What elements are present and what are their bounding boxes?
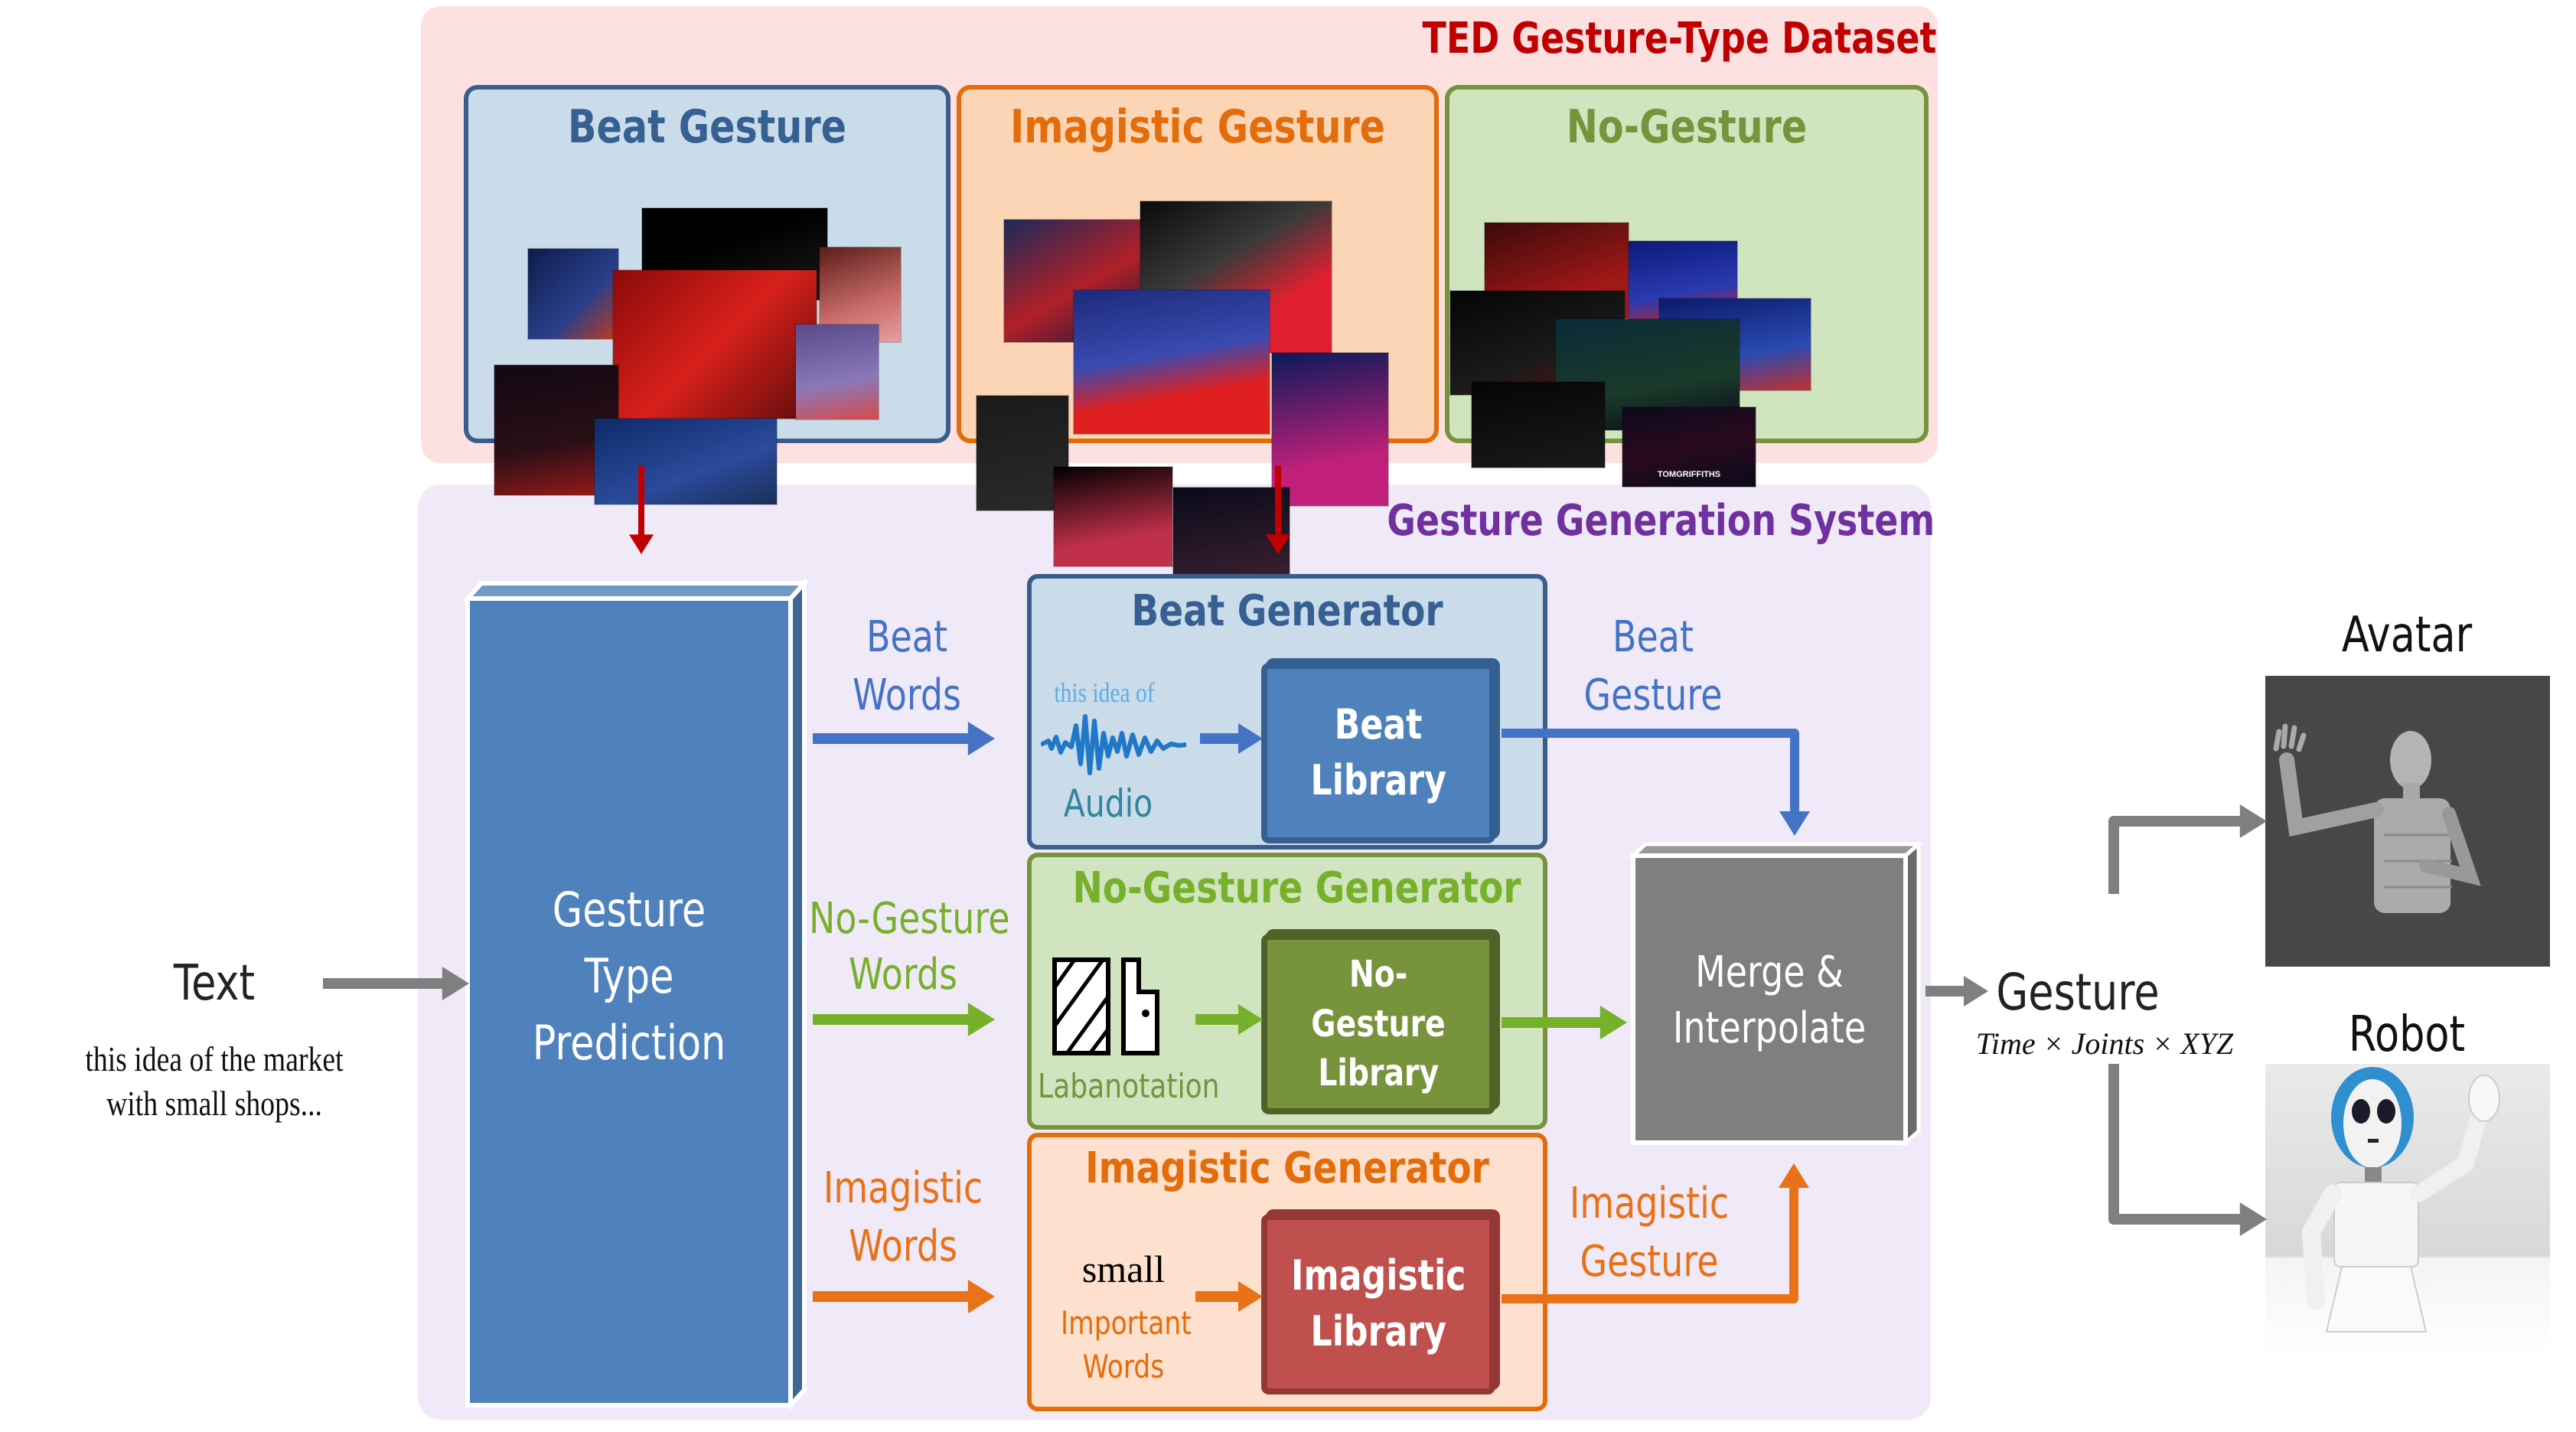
avatar-image <box>2265 676 2550 967</box>
beat-generator: Beat Generator this idea of Audio Beat L… <box>1027 574 1547 850</box>
robot-label: Robot <box>2348 1006 2466 1063</box>
no-gesture-library: No-Gesture Library <box>1261 934 1495 1114</box>
library-label-line: Library <box>1310 756 1446 804</box>
ted-photo <box>1054 467 1172 566</box>
ted-photo <box>1074 290 1270 434</box>
prediction-label-line: Gesture <box>552 882 706 938</box>
imagistic-words-label: Imagistic Words <box>818 1160 987 1275</box>
label-line: Beat <box>1612 612 1694 662</box>
avatar-figure-icon <box>2273 723 2481 913</box>
imagistic-gesture-label: Imagistic Gesture <box>1564 1175 1733 1290</box>
no-gesture-generator: No-Gesture Generator Labanotation No-Ges… <box>1027 853 1547 1130</box>
important-words-label: Important Words <box>1061 1302 1192 1388</box>
beat-gesture-box: Beat Gesture <box>464 85 951 504</box>
audio-label: Audio <box>1063 781 1153 826</box>
avatar-label: Avatar <box>2341 607 2473 664</box>
label-line: Gesture <box>1580 1236 1719 1287</box>
imagistic-generator-title: Imagistic Generator <box>1085 1143 1489 1193</box>
audio-caption: this idea of <box>1054 677 1155 708</box>
ted-photo <box>528 249 618 339</box>
gesture-to-robot-arrow <box>2108 1064 2267 1236</box>
ted-photo <box>1472 382 1605 468</box>
library-label-line: Library <box>1318 1052 1439 1095</box>
ted-photo <box>1272 353 1388 506</box>
beat-gesture-title: Beat Gesture <box>568 100 846 154</box>
ted-photo: TOMGRIFFITHS <box>1622 407 1756 487</box>
prediction-label-line: Type <box>584 948 674 1004</box>
output-label: Gesture <box>1996 963 2160 1022</box>
gesture-to-avatar-arrow <box>2108 804 2267 894</box>
robot-figure-icon <box>2301 1067 2500 1333</box>
imagistic-generator: Imagistic Generator small Important Word… <box>1027 1133 1547 1411</box>
ted-photo <box>796 325 879 419</box>
no-gesture-words-label: No-Gesture Words <box>809 892 1010 1003</box>
imagistic-gesture-box: Imagistic Gesture <box>957 85 1439 579</box>
merge-label: Merge & Interpolate <box>1656 945 1882 1057</box>
no-gesture-title: No-Gesture <box>1566 100 1808 154</box>
label-line: Beat <box>866 612 947 662</box>
label-line: Interpolate <box>1672 1003 1867 1053</box>
beat-words-label: Beat Words <box>829 608 986 724</box>
prediction-label-line: Prediction <box>532 1014 726 1071</box>
label-line: Imagistic <box>1569 1179 1730 1228</box>
merge-to-gesture-arrow <box>1925 976 1988 1006</box>
library-label-line: Library <box>1310 1307 1446 1355</box>
beat-library: Beat Library <box>1261 663 1495 843</box>
labanotation-icon <box>1052 957 1159 1055</box>
library-label-line: No-Gesture <box>1311 952 1446 1045</box>
library-label-line: Beat <box>1334 700 1423 749</box>
system-title: Gesture Generation System <box>1386 496 1935 546</box>
input-label: Text <box>173 955 256 1012</box>
ted-photo <box>595 419 777 504</box>
audio-waveform-icon <box>1041 714 1186 775</box>
labanotation-label: Labanotation <box>1038 1067 1220 1106</box>
label-line: Gesture <box>1583 670 1723 720</box>
dataset-title: TED Gesture-Type Dataset <box>1422 14 1936 64</box>
ted-photo <box>613 270 817 419</box>
label-line: Imagistic <box>823 1163 983 1213</box>
input-example-line: with small shops... <box>106 1083 322 1123</box>
important-word: small <box>1081 1248 1166 1290</box>
photo-caption: TOMGRIFFITHS <box>1657 470 1721 479</box>
robot-image <box>2265 1064 2550 1359</box>
no-gesture-box: No-Gesture TOMGRIFFITHS <box>1445 85 1929 487</box>
label-line: Merge & <box>1695 948 1844 997</box>
library-label-line: Imagistic <box>1290 1251 1466 1300</box>
merge-interpolate-block: Merge & Interpolate <box>1624 842 1924 1148</box>
imagistic-gesture-title: Imagistic Gesture <box>1009 100 1386 154</box>
prediction-label: Gesture Type Prediction <box>494 877 765 1076</box>
label-line: No-Gesture <box>809 894 1010 944</box>
imagistic-library: Imagistic Library <box>1261 1214 1495 1394</box>
ted-photo <box>977 396 1068 510</box>
beat-generator-title: Beat Generator <box>1131 586 1443 636</box>
input-example: this idea of the market with small shops… <box>51 1037 377 1125</box>
label-line: Words <box>1082 1347 1165 1385</box>
merge-block-shape <box>1628 842 1924 1147</box>
ted-photo <box>1173 488 1290 579</box>
label-line: Important <box>1061 1304 1192 1342</box>
beat-gesture-label: Beat Gesture <box>1571 608 1734 724</box>
label-line: Words <box>853 670 961 720</box>
gesture-type-prediction-block: Gesture Type Prediction <box>465 579 809 1410</box>
prediction-block-shape <box>465 579 809 1410</box>
no-gesture-generator-title: No-Gesture Generator <box>1072 863 1521 913</box>
output-shape: Time × Joints × XYZ <box>1975 1026 2234 1061</box>
input-example-line: this idea of the market <box>85 1039 344 1078</box>
label-line: Words <box>849 949 957 1000</box>
label-line: Words <box>849 1221 957 1271</box>
